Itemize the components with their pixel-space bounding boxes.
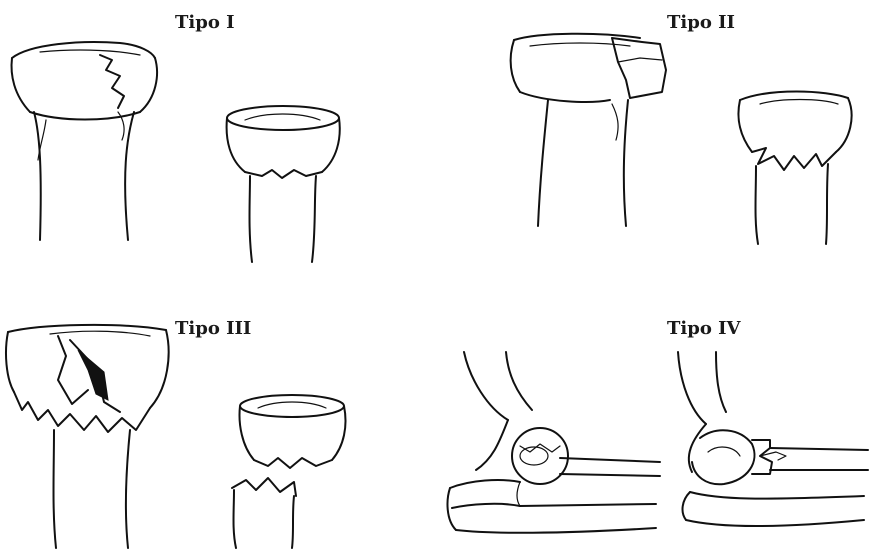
tipo-4-elbow-dislocation-drawing-a (448, 352, 660, 533)
tipo-1-radial-head-side-drawing (227, 106, 340, 262)
tipo-3-radial-head-side-drawing (232, 395, 346, 548)
tipo-2-radial-head-front-drawing (511, 34, 666, 226)
tipo-1-radial-head-front-drawing (12, 42, 157, 240)
tipo-2-radial-head-side-drawing (739, 92, 852, 245)
tipo-3-radial-head-front-drawing (6, 325, 169, 548)
tipo-4-elbow-dislocation-drawing-b (678, 352, 868, 526)
